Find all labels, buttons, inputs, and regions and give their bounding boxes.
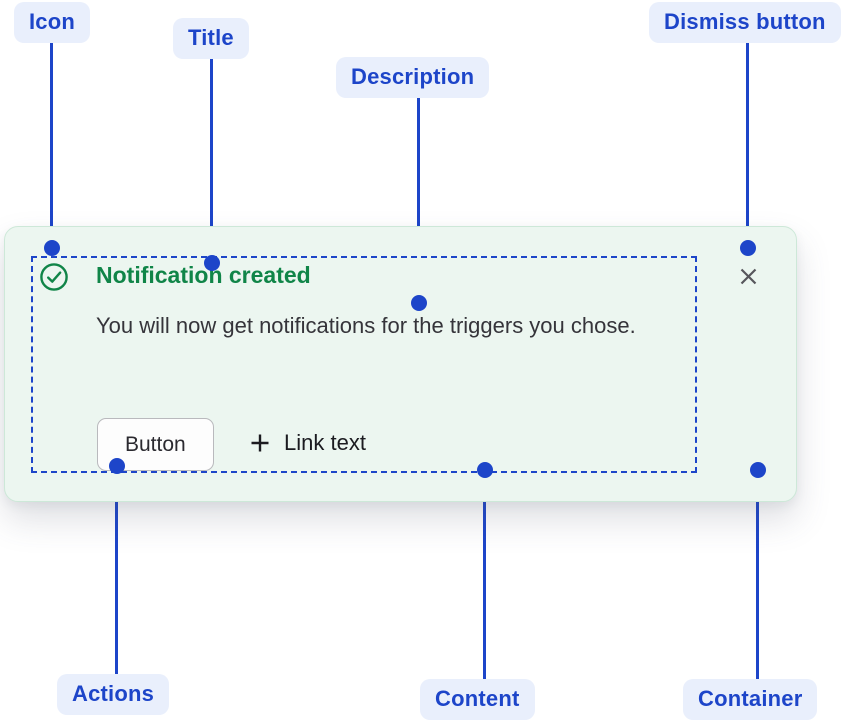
dismiss-callout-dot <box>740 240 756 256</box>
plus-icon <box>247 430 273 456</box>
content-annotation-label: Content <box>420 679 535 720</box>
check-circle-icon <box>39 262 69 292</box>
action-link[interactable]: Link text <box>247 430 366 456</box>
close-icon <box>736 264 761 289</box>
container-callout-dot <box>750 462 766 478</box>
action-button[interactable]: Button <box>97 418 214 471</box>
title-annotation-label: Title <box>173 18 249 59</box>
actions-callout-line <box>115 472 118 674</box>
notification-description: You will now get notifications for the t… <box>96 313 636 338</box>
actions-callout-dot <box>109 458 125 474</box>
dismiss-button[interactable] <box>730 258 766 294</box>
description-annotation-label: Description <box>336 57 490 98</box>
title-callout-dot <box>204 255 220 271</box>
container-callout-line <box>756 476 759 679</box>
content-callout-dot <box>477 462 493 478</box>
content-callout-line <box>483 476 486 679</box>
dismiss-annotation-label: Dismiss button <box>649 2 841 43</box>
content-region-outline <box>31 256 697 473</box>
action-link-label: Link text <box>284 430 366 455</box>
description-callout-line <box>417 96 420 297</box>
title-callout-line <box>210 57 213 257</box>
dismiss-callout-line <box>746 41 749 242</box>
icon-annotation-label: Icon <box>14 2 91 43</box>
icon-callout-dot <box>44 240 60 256</box>
icon-callout-line <box>50 41 53 242</box>
actions-annotation-label: Actions <box>57 674 170 715</box>
container-annotation-label: Container <box>683 679 818 720</box>
notification-title: Notification created <box>96 262 311 288</box>
description-callout-dot <box>411 295 427 311</box>
